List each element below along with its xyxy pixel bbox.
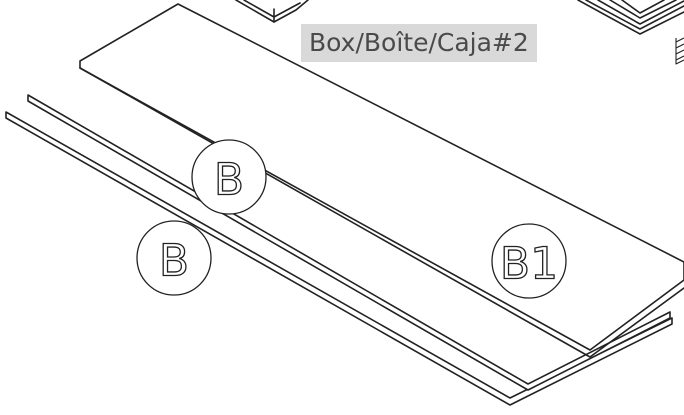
callout-b1: B1 [491,223,567,299]
box-label: Box/Boîte/Caja#2 [301,24,537,62]
panel-middle [27,94,671,391]
stacked-sheets [577,0,684,65]
callout-b-top: B [191,139,267,215]
callout-b-bottom-label: B [159,236,189,287]
callout-b-top-label: B [214,155,244,206]
callout-b1-label: B1 [500,239,558,290]
callout-b-bottom: B [136,220,212,296]
box-2-outline [235,0,309,23]
panel-bottom [5,111,673,406]
